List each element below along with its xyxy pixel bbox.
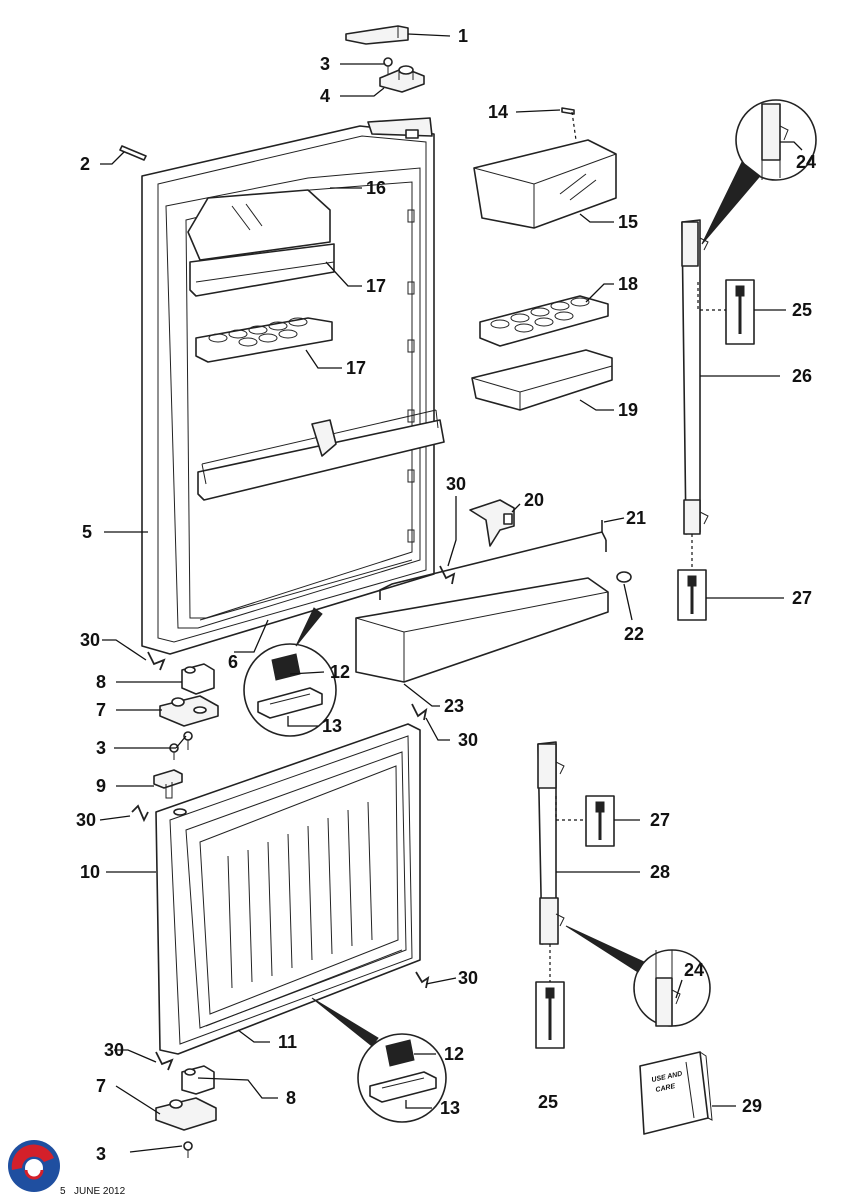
callout-12-lower: 12 — [444, 1044, 464, 1064]
bracket-part-20 — [469, 499, 515, 547]
callout-23: 23 — [444, 696, 464, 716]
callout-30-left-middle: 30 — [76, 810, 96, 830]
callout-3-top: 3 — [320, 54, 330, 74]
callout-7-upper: 7 — [96, 700, 106, 720]
callout-labels: 1 3 4 2 14 16 17 17 15 18 19 5 30 20 21 … — [76, 26, 816, 1164]
footer-page-number: 5 — [60, 1186, 66, 1197]
callout-25-top: 25 — [792, 300, 812, 320]
screw-part-3-bottom — [183, 1141, 193, 1158]
callout-12-upper: 12 — [330, 662, 350, 682]
callout-27-top: 27 — [792, 588, 812, 608]
callout-17-lower: 17 — [346, 358, 366, 378]
logo-center — [25, 1159, 43, 1177]
screw-part-14 — [561, 107, 575, 115]
detail-circle-24-bottom — [565, 925, 711, 1027]
hinge-bushing-part-8-lower — [181, 1065, 215, 1095]
door-bin-part-23 — [355, 577, 609, 683]
callout-7-lower: 7 — [96, 1076, 106, 1096]
door-gasket-part-6 — [199, 559, 413, 621]
callout-17-upper: 17 — [366, 276, 386, 296]
footer-date: JUNE 2012 — [74, 1186, 126, 1197]
door-shelf-part-17-lower — [195, 317, 333, 363]
detail-circle-24-top — [701, 99, 817, 245]
callout-29: 29 — [742, 1096, 762, 1116]
callout-11: 11 — [278, 1032, 297, 1052]
logo-inner-swoosh — [24, 1169, 44, 1180]
manual-cover-line2: CARE — [655, 1083, 676, 1094]
door-gasket-part-11 — [205, 949, 403, 1027]
logo-red-swoosh — [11, 1144, 54, 1170]
callout-25-bottom: 25 — [538, 1092, 558, 1112]
callout-30-center: 30 — [458, 730, 478, 750]
clip-part-30-door-upper — [439, 565, 456, 585]
clip-part-30-left-lower — [155, 1051, 174, 1071]
callout-28: 28 — [650, 862, 670, 882]
callout-1: 1 — [458, 26, 468, 46]
freezer-door-part-10 — [155, 723, 421, 1055]
pin-part-2 — [119, 145, 147, 161]
callout-10: 10 — [80, 862, 100, 882]
callout-20: 20 — [524, 490, 544, 510]
screw-box-25-bottom — [535, 981, 565, 1049]
hinge-pin-part-9 — [153, 769, 183, 799]
screw-box-25-top — [725, 279, 755, 345]
center-hinge-part-7-upper — [159, 695, 219, 727]
screw-box-27-bottom — [585, 795, 615, 847]
callout-14: 14 — [488, 102, 508, 122]
clip-part-30-left-middle — [131, 804, 149, 823]
callout-16: 16 — [366, 178, 386, 198]
egg-tray-part-18 — [479, 295, 609, 347]
callout-4: 4 — [320, 86, 330, 106]
callout-15: 15 — [618, 212, 638, 232]
door-shelf-part-19 — [471, 349, 613, 411]
screw-part-3-top — [383, 57, 393, 76]
use-and-care-manual-part-29: USE AND CARE — [639, 1051, 713, 1135]
callout-26: 26 — [792, 366, 812, 386]
handle-part-26 — [681, 219, 709, 535]
callout-13-lower: 13 — [440, 1098, 460, 1118]
callout-8-lower: 8 — [286, 1088, 296, 1108]
callout-8-upper: 8 — [96, 672, 106, 692]
callout-30-right-lower: 30 — [458, 968, 478, 988]
callout-22: 22 — [624, 624, 644, 644]
handle-part-28 — [537, 741, 565, 945]
callout-30-left-upper: 30 — [80, 630, 100, 650]
stopper-part-22 — [616, 571, 632, 583]
callout-18: 18 — [618, 274, 638, 294]
brand-logo — [8, 1140, 60, 1192]
callout-19: 19 — [618, 400, 638, 420]
bottom-hinge-part-7-lower — [155, 1097, 217, 1131]
hinge-cover-part-1 — [345, 25, 409, 45]
clip-part-30-right-lower — [415, 971, 430, 989]
leader-lines — [99, 33, 803, 1153]
door-bin-large — [197, 409, 445, 501]
detail-circle-12-13-lower — [311, 997, 447, 1123]
callout-24-bottom: 24 — [684, 960, 704, 980]
screw-box-27-top — [677, 569, 707, 621]
wire-rail-part-21 — [379, 520, 607, 600]
door-shelf-part-17-upper — [189, 243, 335, 297]
detail-circle-12-13-upper — [243, 607, 337, 737]
callout-3-bottom: 3 — [96, 1144, 106, 1164]
callout-30-left-lower: 30 — [104, 1040, 124, 1060]
clip-part-30-center — [411, 703, 428, 721]
callout-27-bottom: 27 — [650, 810, 670, 830]
top-hinge-part-4 — [379, 65, 425, 93]
dairy-bin-part-15 — [473, 139, 617, 229]
callout-3-middle: 3 — [96, 738, 106, 758]
callout-24-top: 24 — [796, 152, 816, 172]
callout-30-door-upper: 30 — [446, 474, 466, 494]
callout-2: 2 — [80, 154, 90, 174]
callout-9: 9 — [96, 776, 106, 796]
hinge-bushing-part-8-upper — [181, 663, 215, 695]
callout-5: 5 — [82, 522, 92, 542]
callout-6: 6 — [228, 652, 238, 672]
callout-13-upper: 13 — [322, 716, 342, 736]
clip-part-30-left-upper — [147, 651, 166, 671]
callout-21: 21 — [626, 508, 646, 528]
screws-part-3-middle — [169, 731, 193, 760]
